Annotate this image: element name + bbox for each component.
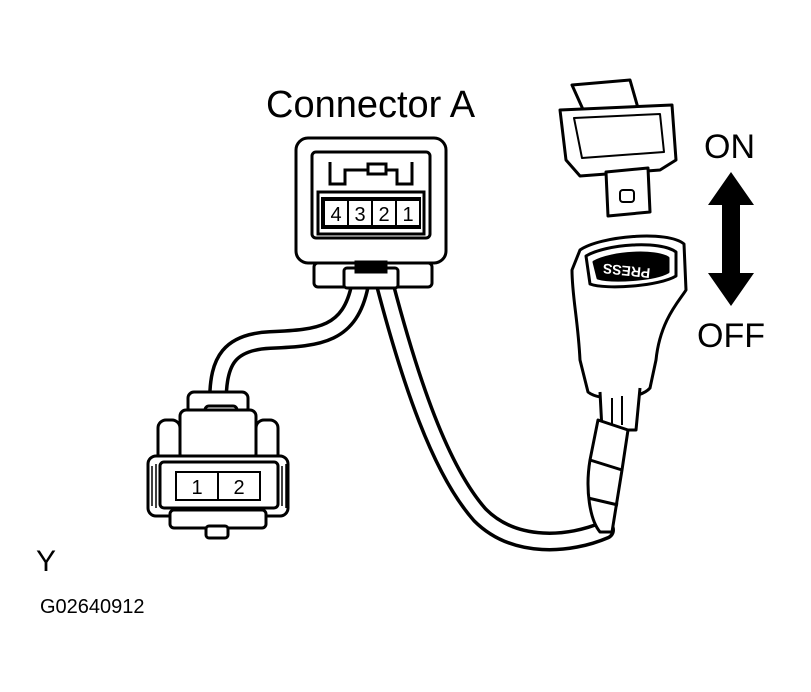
on-label: ON — [704, 128, 755, 166]
off-label: OFF — [697, 317, 765, 355]
connector-a-pin-1: 1 — [402, 204, 413, 226]
connector-a-pin-2: 2 — [378, 204, 389, 226]
seat-belt-tongue — [558, 78, 678, 218]
wire-harness — [208, 275, 615, 552]
on-off-arrow — [708, 172, 754, 306]
small-connector-pin-1: 1 — [191, 477, 202, 499]
figure-code: G02640912 — [40, 596, 145, 618]
seat-belt-buckle — [570, 234, 688, 534]
small-connector — [146, 390, 290, 540]
connector-a-pin-cell — [371, 199, 397, 227]
small-connector-pin-2: 2 — [233, 477, 244, 499]
corner-letter: Y — [36, 545, 57, 578]
buckle-press-text: PRESS — [602, 261, 651, 282]
connector-a-pin-3: 3 — [354, 204, 365, 226]
connector-a-pin-4: 4 — [330, 204, 341, 226]
connector-a-label: Connector A — [266, 84, 476, 126]
connector-a-pin-cell — [395, 199, 421, 227]
